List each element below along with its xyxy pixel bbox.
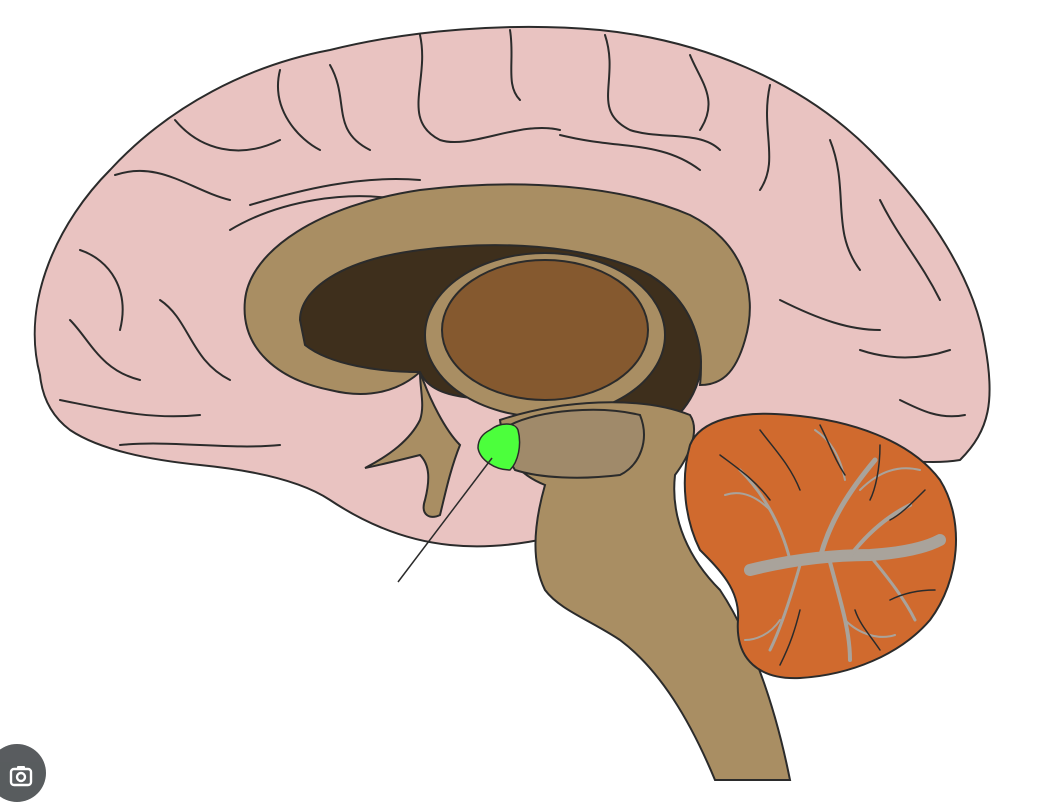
highlighted-structure	[477, 423, 521, 471]
thalamus	[441, 259, 649, 401]
sulci-lines	[59, 29, 966, 448]
cerebellar-folia	[719, 424, 936, 666]
visual-search-button[interactable]	[0, 744, 46, 802]
pointer-line	[397, 457, 493, 583]
hypothalamus	[505, 408, 645, 479]
arbor-vitae	[724, 429, 946, 662]
visual-search-icon	[9, 766, 33, 787]
fornix	[364, 371, 462, 518]
brainstem	[498, 401, 792, 781]
